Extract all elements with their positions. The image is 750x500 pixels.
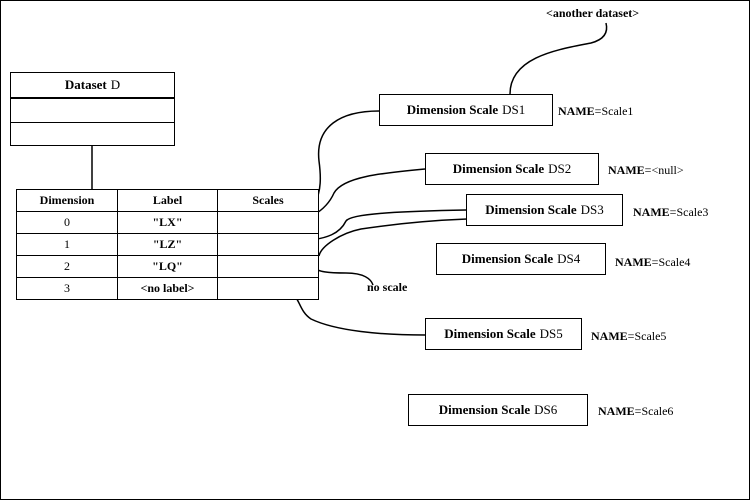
connector-ds1-to-another-dataset	[509, 22, 608, 95]
scale-name-ds2: NAME=<null>	[608, 163, 684, 177]
cell-label: "LX"	[117, 211, 218, 234]
cell-scales	[217, 277, 319, 300]
dataset-empty-row	[11, 99, 174, 123]
cell-scales	[217, 233, 319, 256]
cell-scales	[217, 255, 319, 278]
table-row: 3 <no label>	[16, 277, 319, 300]
scale-name-ds5: NAME=Scale5	[591, 329, 667, 343]
cell-dimension: 1	[16, 233, 118, 256]
dimension-table: Dimension Label Scales 0 "LX" 1 "LZ" 2 "…	[16, 189, 319, 300]
scale-name-ds1: NAME=Scale1	[558, 104, 634, 118]
cell-label: "LZ"	[117, 233, 218, 256]
table-row: 0 "LX"	[16, 211, 319, 234]
cell-scales	[217, 211, 319, 234]
connector-dim1-to-ds4	[318, 218, 468, 257]
cell-label: "LQ"	[117, 255, 218, 278]
no-scale-label: no scale	[367, 280, 408, 294]
table-row: 2 "LQ"	[16, 255, 319, 278]
header-dimension: Dimension	[16, 189, 118, 212]
table-row: 1 "LZ"	[16, 233, 319, 256]
cell-dimension: 2	[16, 255, 118, 278]
header-label: Label	[117, 189, 218, 212]
scale-name-ds4: NAME=Scale4	[615, 255, 691, 269]
scale-name-ds3: NAME=Scale3	[633, 205, 709, 219]
scale-name-ds6: NAME=Scale6	[598, 404, 674, 418]
cell-label: <no label>	[117, 277, 218, 300]
connector-dim2-to-no-scale	[313, 266, 374, 286]
header-scales: Scales	[217, 189, 319, 212]
table-header-row: Dimension Label Scales	[16, 189, 319, 212]
another-dataset-label: <another dataset>	[546, 6, 640, 20]
connector-dim1-to-ds3	[290, 209, 467, 242]
cell-dimension: 0	[16, 211, 118, 234]
cell-dimension: 3	[16, 277, 118, 300]
dataset-empty-row	[11, 123, 174, 147]
